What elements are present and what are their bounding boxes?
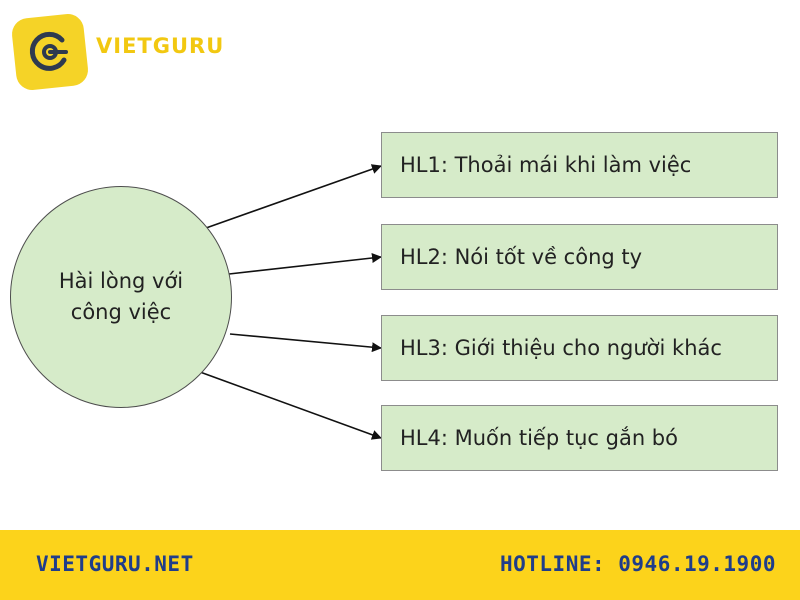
- item-box-hl3: HL3: Giới thiệu cho người khác: [381, 315, 778, 381]
- logo-glyph-icon: [29, 31, 68, 71]
- arrow-hl1: [205, 164, 382, 229]
- vietguru-logo-icon: [10, 12, 90, 92]
- footer-bar: VIETGURU.NET HOTLINE: 0946.19.1900: [0, 530, 800, 600]
- item-box-hl4: HL4: Muốn tiếp tục gắn bó: [381, 405, 778, 471]
- center-node-label: Hài lòng với công việc: [58, 269, 184, 324]
- arrow-hl4: [199, 371, 382, 440]
- diagram: Hài lòng với công việc HL1: Thoải mái kh…: [10, 132, 778, 471]
- footer-website[interactable]: VIETGURU.NET: [36, 552, 194, 576]
- arrows-layer: [199, 164, 382, 440]
- arrow-hl3: [229, 333, 382, 353]
- footer-hotline[interactable]: HOTLINE: 0946.19.1900: [499, 552, 776, 576]
- center-node: Hài lòng với công việc: [10, 186, 232, 408]
- item-box-hl1: HL1: Thoải mái khi làm việc: [381, 132, 778, 198]
- arrow-hl2: [228, 253, 382, 275]
- brand-name: VIETGURU: [96, 34, 225, 58]
- item-box-hl2: HL2: Nói tốt về công ty: [381, 224, 778, 290]
